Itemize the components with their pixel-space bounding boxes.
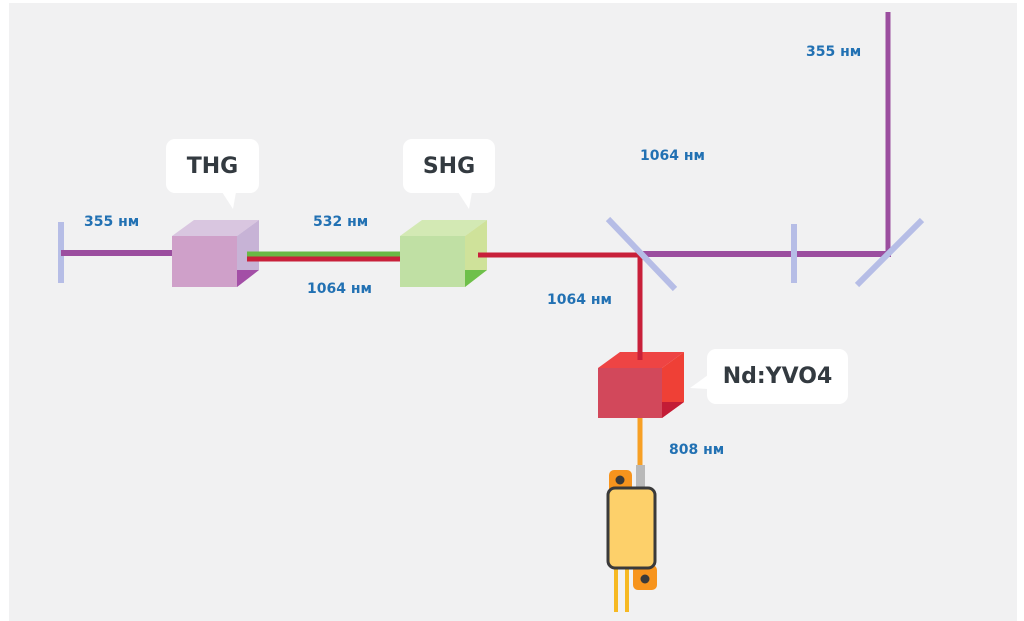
thg-label: THG [186,153,239,179]
wavelength-label-808: 808 нм [669,442,725,458]
nd-yvo4-crystal [598,352,684,418]
thg-callout-tail [222,192,236,209]
wavelength-label-355-left: 355 нм [84,214,140,230]
crystal-label: Nd:YVO4 [722,364,833,389]
crystal-callout: Nd:YVO4 [707,349,848,404]
wavelength-label-1064-between: 1064 нм [307,281,372,297]
crystal-callout-tail [690,375,708,389]
wavelength-label-1064-cavity: 1064 нм [640,148,705,164]
shg-crystal [400,220,487,287]
mount-hole-icon [615,475,625,485]
wavelength-label-1064-down: 1064 нм [547,292,612,308]
fiber-connector [636,465,645,490]
diagram-background [9,3,1017,621]
thg-callout: THG [166,139,259,193]
fold-mirror [605,216,678,292]
wavelength-label-355-out: 355 нм [806,44,862,60]
turning-mirror [854,217,925,288]
mount-hole-icon [640,574,650,584]
shg-label: SHG [422,153,476,179]
pump-laser-diode [606,465,657,612]
wavelength-label-532: 532 нм [313,214,369,230]
thg-crystal [172,220,259,287]
shg-callout: SHG [403,139,495,193]
shg-callout-tail [458,192,472,209]
